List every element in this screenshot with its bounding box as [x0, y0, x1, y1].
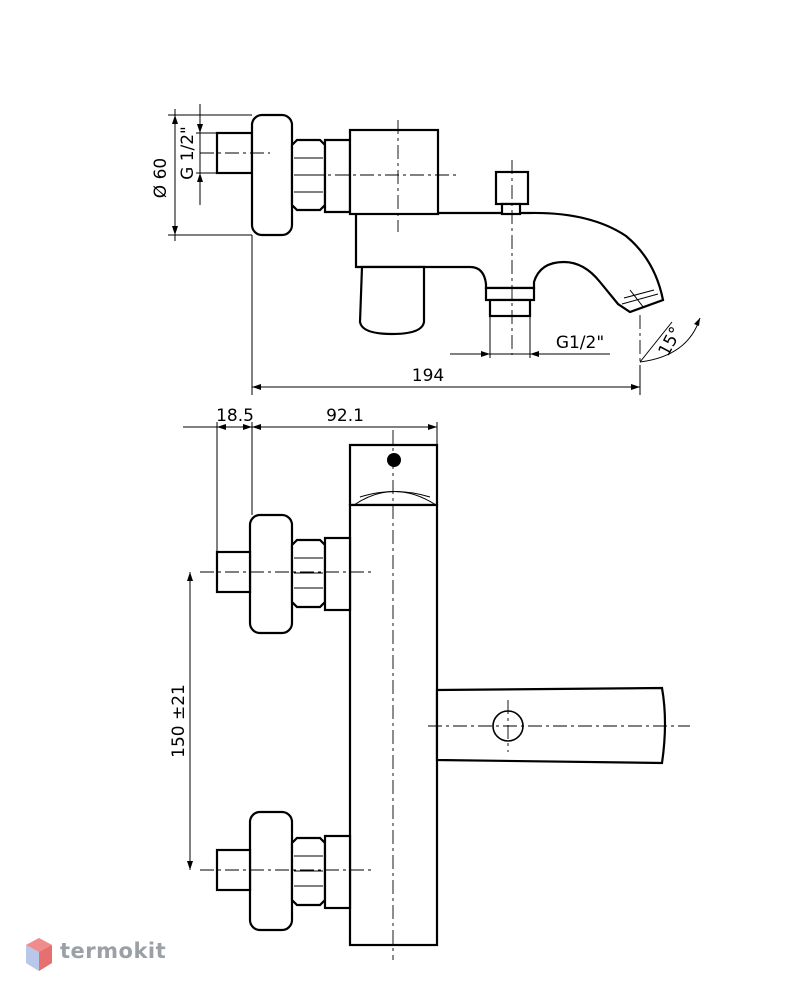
front-upper-connector [323, 536, 352, 612]
top-inlet-stub [215, 131, 254, 175]
top-connector [323, 138, 352, 214]
label-diameter: Ø 60 [151, 158, 171, 198]
cube-logo-icon [26, 938, 52, 971]
label-wall-offset: 18.5 [216, 406, 254, 426]
front-lower-flange [248, 810, 294, 932]
front-spout [435, 686, 667, 765]
label-total-length: 194 [412, 366, 444, 386]
label-body-depth: 92.1 [326, 406, 364, 426]
top-lever-handle [358, 265, 426, 336]
label-thread-outlet: G1/2" [556, 333, 604, 353]
label-thread-top: G 1/2" [178, 126, 198, 180]
top-view [168, 104, 701, 395]
top-outlet-nut [484, 286, 536, 302]
front-handle-indicator-icon [387, 453, 401, 467]
top-cartridge [348, 128, 440, 216]
top-wall-flange [250, 113, 294, 237]
front-upper-flange [248, 513, 294, 635]
front-body [348, 503, 439, 947]
label-inlet-spacing: 150 ±21 [169, 684, 189, 758]
brand-watermark: termokit [60, 939, 167, 963]
top-spout [354, 211, 665, 314]
top-outlet-thread [488, 298, 532, 318]
front-lower-connector [323, 834, 352, 910]
top-diverter-stem [500, 202, 522, 216]
front-view [183, 422, 690, 960]
label-angle: 15° [655, 324, 687, 360]
